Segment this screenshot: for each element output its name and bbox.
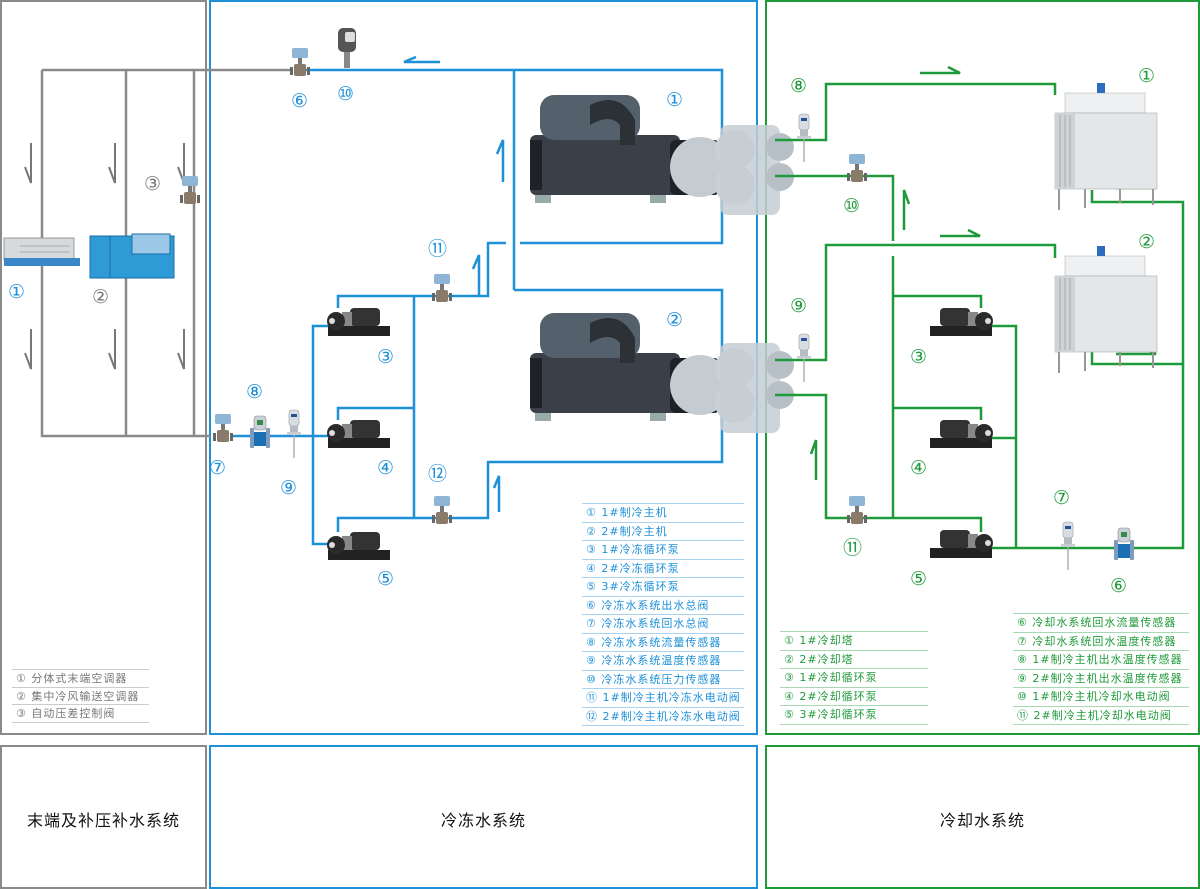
chilled-marker-2: ② (666, 309, 683, 331)
legend-item: ① 1#冷却塔 (780, 631, 928, 651)
legend-item: ⑪ 2#制冷主机冷却水电动阀 (1013, 707, 1189, 725)
cooling-pipes (775, 82, 1185, 550)
cooling-legend-right: ⑥ 冷却水系统回水流量传感器 ⑦ 冷却水系统回水温度传感器 ⑧ 1#制冷主机出水… (1013, 613, 1189, 725)
legend-item: ⑧ 冷冻水系统流量传感器 (582, 634, 744, 652)
cooling-marker-8: ⑧ (790, 75, 807, 97)
cooling-flow-meter-icon (1113, 527, 1135, 561)
differential-pressure-valve-icon (180, 176, 200, 204)
legend-item: ② 集中冷风输送空调器 (12, 688, 149, 705)
terminal-legend: ① 分体式末端空调器 ② 集中冷风输送空调器 ③ 自动压差控制阀 (12, 669, 149, 723)
chilled-marker-8: ⑧ (246, 381, 263, 403)
legend-item: ③ 1#冷却循环泵 (780, 669, 928, 688)
cooling-motor-valve-1-icon (847, 154, 867, 182)
legend-item: ④ 2#冷却循环泵 (780, 688, 928, 706)
chilled-marker-11: ⑪ (428, 238, 447, 260)
legend-item: ⑨ 冷冻水系统温度传感器 (582, 652, 744, 671)
cooling-marker-6: ⑥ (1110, 575, 1127, 597)
chiller-2-icon (530, 313, 794, 433)
cooling-marker-11: ⑪ (843, 537, 862, 559)
legend-item: ⑪ 1#制冷主机冷冻水电动阀 (582, 689, 744, 708)
legend-item: ③ 自动压差控制阀 (12, 705, 149, 723)
system-diagram: ① ② ③ ① ② ③ ④ ⑤ ⑥ (3, 28, 1185, 597)
chilled-marker-7: ⑦ (209, 457, 226, 479)
legend-item: ⑫ 2#制冷主机冷冻水电动阀 (582, 708, 744, 726)
chilled-marker-9: ⑨ (280, 477, 297, 499)
chilled-legend: ① 1#制冷主机 ② 2#制冷主机 ③ 1#冷冻循环泵 ④ 2#冷冻循环泵 ⑤ … (582, 503, 744, 726)
legend-item: ⑥ 冷却水系统回水流量传感器 (1013, 613, 1189, 633)
chilled-marker-10: ⑩ (337, 83, 354, 105)
legend-item: ② 2#冷却塔 (780, 651, 928, 669)
cooling-marker-10: ⑩ (843, 195, 860, 217)
terminal-marker-3: ③ (144, 173, 161, 195)
chilled-marker-3: ③ (377, 346, 394, 368)
chilled-flow-meter-icon (249, 415, 271, 449)
terminal-system-label-box: 末端及补压补水系统 (0, 745, 207, 889)
chilled-pump-2-icon (327, 420, 390, 448)
chilled-marker-6: ⑥ (291, 90, 308, 112)
cooling-legend-left: ① 1#冷却塔 ② 2#冷却塔 ③ 1#冷却循环泵 ④ 2#冷却循环泵 ⑤ 3#… (780, 631, 928, 725)
chilled-motor-valve-1-icon (432, 274, 452, 302)
legend-item: ② 2#制冷主机 (582, 523, 744, 541)
chilled-return-valve-icon (213, 414, 233, 442)
legend-item: ⑤ 3#冷冻循环泵 (582, 578, 744, 597)
cooling-return-temp-sensor-icon (1060, 521, 1076, 571)
legend-item: ⑧ 1#制冷主机出水温度传感器 (1013, 651, 1189, 670)
legend-item: ⑦ 冷冻水系统回水总阀 (582, 615, 744, 634)
legend-item: ① 分体式末端空调器 (12, 669, 149, 688)
chilled-water-system-title: 冷冻水系统 (440, 811, 526, 830)
cooling-marker-5: ⑤ (910, 568, 927, 590)
legend-item: ① 1#制冷主机 (582, 503, 744, 523)
legend-item: ⑥ 冷冻水系统出水总阀 (582, 597, 744, 615)
chilled-supply-valve-icon (290, 48, 310, 76)
cooling-temp-sensor-2-icon (796, 333, 812, 383)
cooling-marker-2: ② (1138, 231, 1155, 253)
cooling-motor-valve-2-icon (847, 496, 867, 524)
cooling-marker-7: ⑦ (1053, 487, 1070, 509)
cooling-tower-1-icon (1054, 82, 1158, 211)
legend-item: ⑩ 1#制冷主机冷却水电动阀 (1013, 688, 1189, 707)
legend-item: ③ 1#冷冻循环泵 (582, 541, 744, 560)
chilled-pressure-sensor-icon (338, 28, 356, 68)
chilled-pump-1-icon (327, 308, 390, 336)
terminal-system-title: 末端及补压补水系统 (26, 811, 180, 830)
cooling-marker-4: ④ (910, 457, 927, 479)
chilled-flow-arrows (403, 55, 505, 512)
chilled-marker-5: ⑤ (377, 568, 394, 590)
chilled-marker-12: ⑫ (428, 463, 447, 485)
chilled-marker-4: ④ (377, 457, 394, 479)
chilled-pump-3-icon (327, 532, 390, 560)
cooling-water-system-label-box: 冷却水系统 (765, 745, 1200, 889)
legend-item: ④ 2#冷冻循环泵 (582, 560, 744, 578)
cooling-pump-3-icon (930, 530, 993, 558)
cooling-temp-sensor-1-icon (796, 113, 812, 163)
chiller-1-icon (530, 95, 794, 215)
cooling-water-system-title: 冷却水系统 (939, 811, 1025, 830)
terminal-flow-arrows (24, 143, 185, 370)
legend-item: ⑩ 冷冻水系统压力传感器 (582, 671, 744, 689)
chilled-marker-1: ① (666, 89, 683, 111)
terminal-marker-2: ② (92, 286, 109, 308)
fan-coil-unit-icon (3, 237, 80, 266)
chilled-motor-valve-2-icon (432, 496, 452, 524)
chilled-water-system-label-box: 冷冻水系统 (209, 745, 758, 889)
legend-item: ⑨ 2#制冷主机出水温度传感器 (1013, 670, 1189, 688)
air-handling-unit-icon (89, 233, 175, 279)
terminal-marker-1: ① (8, 281, 25, 303)
cooling-pump-2-icon (930, 420, 993, 448)
cooling-pump-1-icon (930, 308, 993, 336)
legend-item: ⑦ 冷却水系统回水温度传感器 (1013, 633, 1189, 651)
terminal-system-panel (0, 0, 207, 735)
cooling-marker-3: ③ (910, 346, 927, 368)
cooling-marker-1: ① (1138, 65, 1155, 87)
legend-item: ⑤ 3#冷却循环泵 (780, 706, 928, 725)
cooling-marker-9: ⑨ (790, 295, 807, 317)
chilled-temp-sensor-icon (286, 409, 302, 459)
